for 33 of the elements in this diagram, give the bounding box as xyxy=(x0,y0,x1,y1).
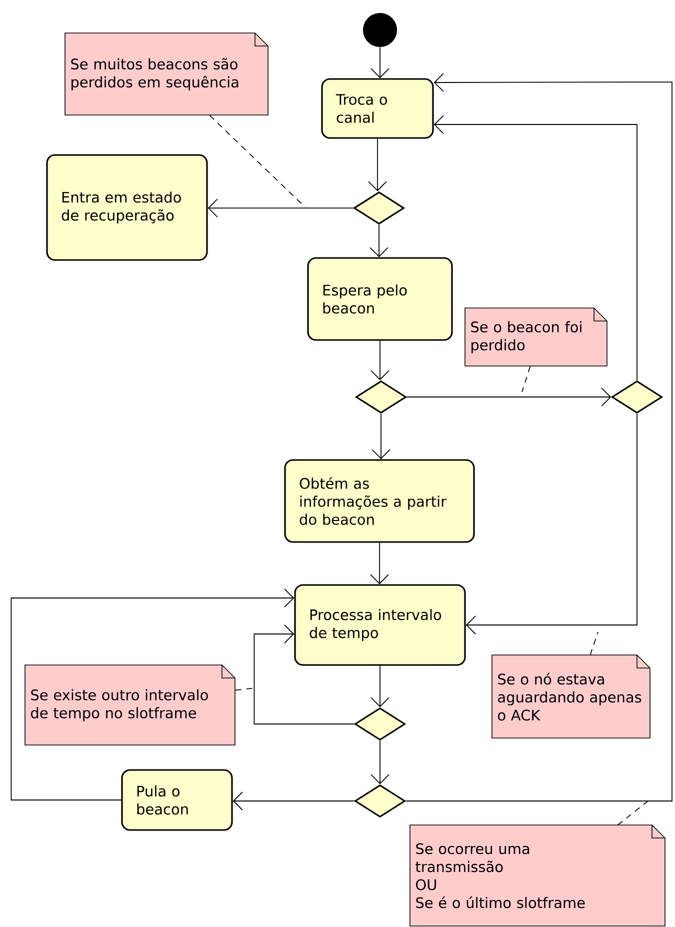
action-box: Processa intervalo de tempo xyxy=(294,584,466,666)
arrow xyxy=(10,588,294,800)
arrow xyxy=(370,340,390,380)
note: Se existe outro intervalo de tempo no slotframe xyxy=(24,664,236,746)
arrow xyxy=(370,740,390,784)
leader-line xyxy=(234,688,256,691)
arrow xyxy=(405,73,672,802)
arrow xyxy=(254,624,355,724)
note: Se o nó estava aguardando apenas o ACK xyxy=(492,654,650,738)
leader-line xyxy=(590,632,598,656)
arrow xyxy=(466,413,638,634)
note: Se o beacon foi perdido xyxy=(464,308,608,366)
arrow xyxy=(370,542,389,584)
arrow xyxy=(372,413,390,460)
arrow xyxy=(434,115,638,381)
arrow xyxy=(406,388,612,406)
leader-line xyxy=(209,114,306,208)
arrow xyxy=(208,198,354,218)
action-box: Entra em estado de recuperação xyxy=(46,154,208,261)
action-box: Obtém as informações a partir do beacon xyxy=(284,459,475,543)
arrow xyxy=(370,46,390,78)
action-box: Pula o beacon xyxy=(121,769,233,831)
note: Se muitos beacons são perdidos em sequência xyxy=(64,32,268,116)
action-box: Espera pelo beacon xyxy=(307,257,453,341)
leader-line xyxy=(617,800,648,826)
arrow xyxy=(370,224,388,258)
arrow xyxy=(370,665,390,708)
action-box: Troca o canal xyxy=(321,78,434,139)
start-dot xyxy=(363,13,397,48)
arrow xyxy=(232,792,355,810)
leader-line xyxy=(522,366,531,392)
note: Se ocorreu uma transmissão OU Se é o último slotframe xyxy=(410,824,666,926)
arrow xyxy=(368,138,387,192)
